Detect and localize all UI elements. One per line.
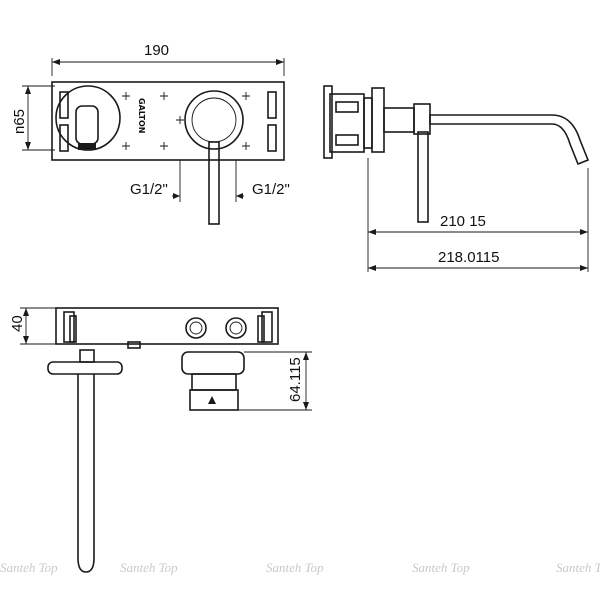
slot <box>59 91 69 119</box>
nub <box>127 341 141 349</box>
top-view: 40 64.115 <box>9 307 312 573</box>
watermark: Santeh Top <box>266 560 324 575</box>
side-lever <box>417 131 429 223</box>
thread-left: G1/2" <box>130 181 168 198</box>
dim-height: n65 <box>11 109 28 134</box>
handle-body <box>191 373 237 391</box>
handle-inner <box>191 97 237 143</box>
inlet-right <box>225 317 247 339</box>
spout-top <box>77 374 95 573</box>
spout-side <box>429 114 590 166</box>
slot <box>267 124 277 152</box>
handle-rosette <box>184 90 244 150</box>
spout-stub <box>75 105 99 145</box>
box-detail <box>335 134 359 146</box>
dim-reach: 210 15 <box>440 213 486 230</box>
handle-mark <box>208 396 216 404</box>
dim-handle-height: 64.115 <box>287 357 304 402</box>
collar-cap <box>413 103 431 135</box>
front-view: GALTON 190 n65 G1/2" G1/2" <box>11 42 290 225</box>
watermark: Santeh Top <box>412 560 470 575</box>
brand-mark: GALTON <box>137 98 146 133</box>
spout-plate <box>47 361 123 375</box>
rosette-plate <box>371 87 385 153</box>
dim-body-depth: 40 <box>9 315 26 332</box>
watermark: Santeh Top <box>0 560 58 575</box>
collar <box>383 107 415 133</box>
handle-plate <box>181 351 245 375</box>
top-tab-inner <box>257 315 265 343</box>
top-tab <box>63 311 75 343</box>
top-box <box>55 307 279 345</box>
top-tab-inner <box>69 315 77 343</box>
box-ring <box>363 97 373 149</box>
handle-cap <box>189 389 239 411</box>
slot <box>59 124 69 152</box>
handle-lever <box>208 141 220 225</box>
dim-depth: 218.0115 <box>438 249 499 266</box>
fixing-marks <box>122 92 250 150</box>
slot <box>267 91 277 119</box>
watermark: Santeh Top <box>120 560 178 575</box>
watermark: Santeh Top <box>556 560 600 575</box>
side-view: 210 15 218.0115 <box>323 85 590 272</box>
spout-neck <box>79 349 95 363</box>
front-plate <box>51 81 285 161</box>
thread-right: G1/2" <box>252 181 290 198</box>
dim-width: 190 <box>144 42 169 59</box>
watermarks: Santeh Top Santeh Top Santeh Top Santeh … <box>0 560 600 575</box>
box-detail <box>335 101 359 113</box>
inlet-left <box>185 317 207 339</box>
box-flange <box>323 85 333 159</box>
aerator <box>78 143 96 150</box>
top-tab <box>261 311 273 343</box>
